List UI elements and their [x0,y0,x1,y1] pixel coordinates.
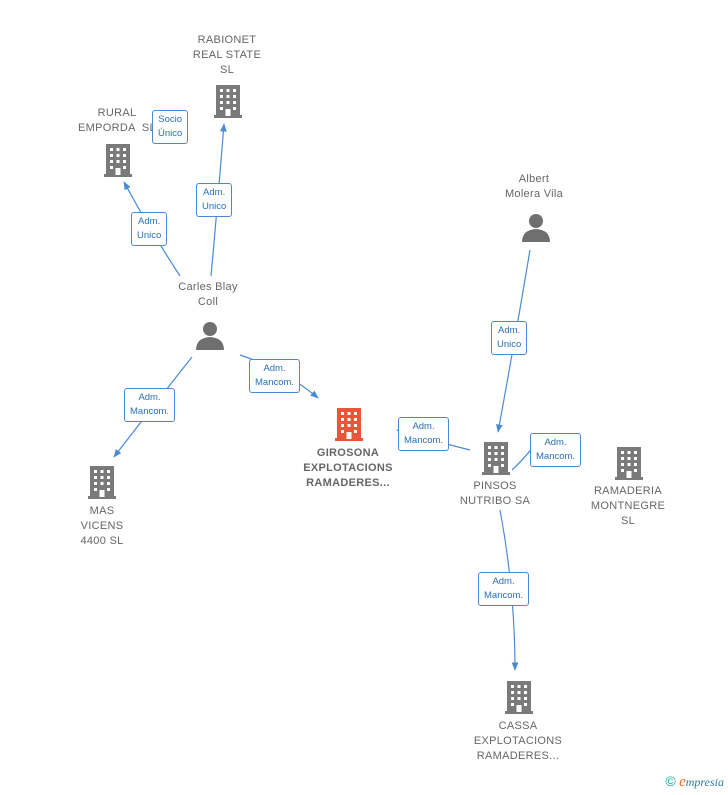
copyright-icon: © [665,773,676,789]
building-icon [88,466,116,499]
node-label-rural: RURAL EMPORDA SL [78,107,156,134]
edge-label-carles-rabionet[interactable]: Adm. Unico [196,183,233,217]
edge-label-rural-rabionet[interactable]: Socio Único [152,110,189,144]
person-icon [522,214,550,242]
footer-brand: © empresia [665,773,724,791]
edge-label-pinsos-cassa[interactable]: Adm. Mancom. [478,572,530,606]
edge-label-pinsos-girosona[interactable]: Adm. Mancom. [398,417,450,451]
node-label-cassa: CASSA EXPLOTACIONS RAMADERES... [473,720,563,762]
edge-label-pinsos-ramaderia[interactable]: Adm. Mancom. [530,433,582,467]
edge-label-carles-rural[interactable]: Adm. Unico [131,212,168,246]
edge-label-albert-pinsos[interactable]: Adm. Unico [491,321,528,355]
node-label-girosona: GIROSONA EXPLOTACIONS RAMADERES... [303,447,393,489]
building-icon [335,408,363,441]
building-icon [615,447,643,480]
building-icon [505,681,533,714]
node-label-pinsos: PINSOS NUTRIBO SA [459,480,531,507]
building-icon [482,442,510,475]
building-icon [104,144,132,177]
node-label-albert: Albert Molera Vila [504,173,564,200]
person-icon [196,322,224,350]
node-label-mas: MAS VICENS 4400 SL [80,505,124,547]
node-label-carles: Carles Blay Coll [178,281,238,308]
edge-label-carles-girosona[interactable]: Adm. Mancom. [249,359,301,393]
edge-label-carles-mas[interactable]: Adm. Mancom. [124,388,176,422]
building-icon [214,85,242,118]
node-label-rabionet: RABIONET REAL STATE SL [192,34,262,76]
node-label-ramaderia: RAMADERIA MONTNEGRE SL [590,485,666,527]
brand-logo: empresia [679,774,724,790]
